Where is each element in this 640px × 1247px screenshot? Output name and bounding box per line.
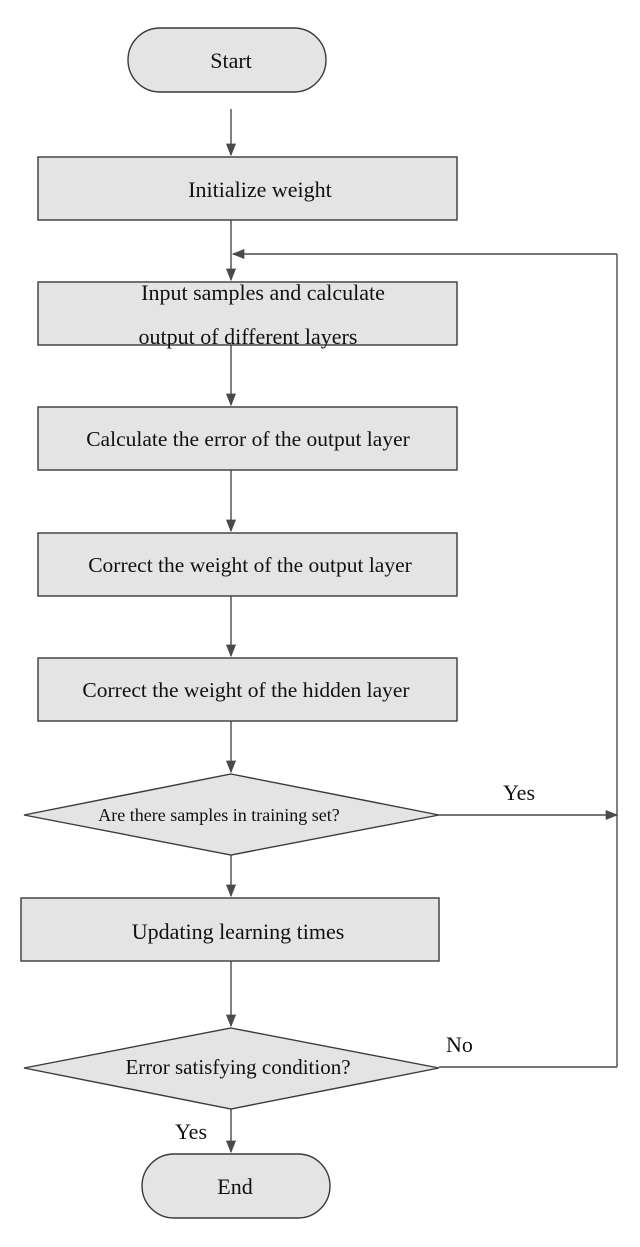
correct-hidden-label: Correct the weight of the hidden layer — [82, 678, 409, 702]
error-decision-label: Error satisfying condition? — [125, 1055, 350, 1079]
correct-hidden-node: Correct the weight of the hidden layer — [37, 657, 458, 722]
samples-decision-node: Are there samples in training set? — [23, 773, 440, 856]
start-node: Start — [127, 27, 327, 93]
input-samples-node: Input samples and calculate output of di… — [37, 280, 458, 349]
update-times-node: Updating learning times — [20, 897, 440, 962]
calc-error-node: Calculate the error of the output layer — [37, 406, 458, 471]
input-samples-label-line1: Input samples and calculate — [141, 280, 385, 305]
init-weight-label: Initialize weight — [188, 177, 332, 202]
end-label: End — [217, 1174, 252, 1199]
samples-decision-label: Are there samples in training set? — [98, 805, 339, 825]
end-node: End — [141, 1153, 331, 1219]
samples-yes-label: Yes — [503, 780, 535, 805]
correct-output-node: Correct the weight of the output layer — [37, 532, 458, 597]
error-yes-label: Yes — [175, 1119, 207, 1144]
error-no-label: No — [446, 1032, 473, 1057]
correct-output-label: Correct the weight of the output layer — [88, 553, 412, 577]
input-samples-label-line2: output of different layers — [139, 324, 358, 349]
error-decision-node: Error satisfying condition? — [23, 1027, 440, 1110]
calc-error-label: Calculate the error of the output layer — [86, 427, 410, 451]
init-weight-node: Initialize weight — [37, 156, 458, 221]
update-times-label: Updating learning times — [132, 919, 345, 944]
start-label: Start — [210, 48, 252, 73]
